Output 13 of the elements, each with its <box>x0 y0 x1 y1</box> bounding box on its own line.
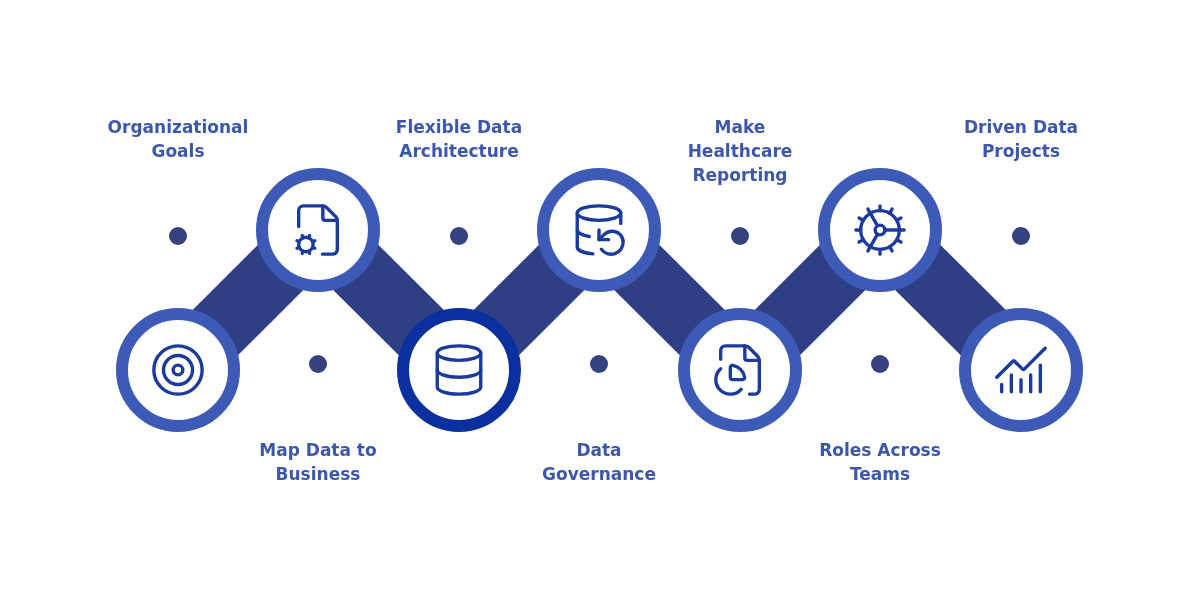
step-label: Driven Data Projects <box>962 116 1080 163</box>
connector-band <box>613 243 726 357</box>
connector-band <box>332 243 445 357</box>
connector-band <box>894 243 1007 357</box>
step-label: Organizational Goals <box>106 116 250 163</box>
step-label: Flexible Data Architecture <box>394 116 524 163</box>
connector-band <box>192 244 304 356</box>
connector-band <box>754 244 866 356</box>
step-label: Roles Across Teams <box>818 439 942 486</box>
step-label: Data Governance <box>541 439 657 486</box>
step-label: Map Data to Business <box>258 439 378 486</box>
step-label: Make Healthcare Reporting <box>686 116 794 187</box>
connector-band <box>473 244 585 356</box>
